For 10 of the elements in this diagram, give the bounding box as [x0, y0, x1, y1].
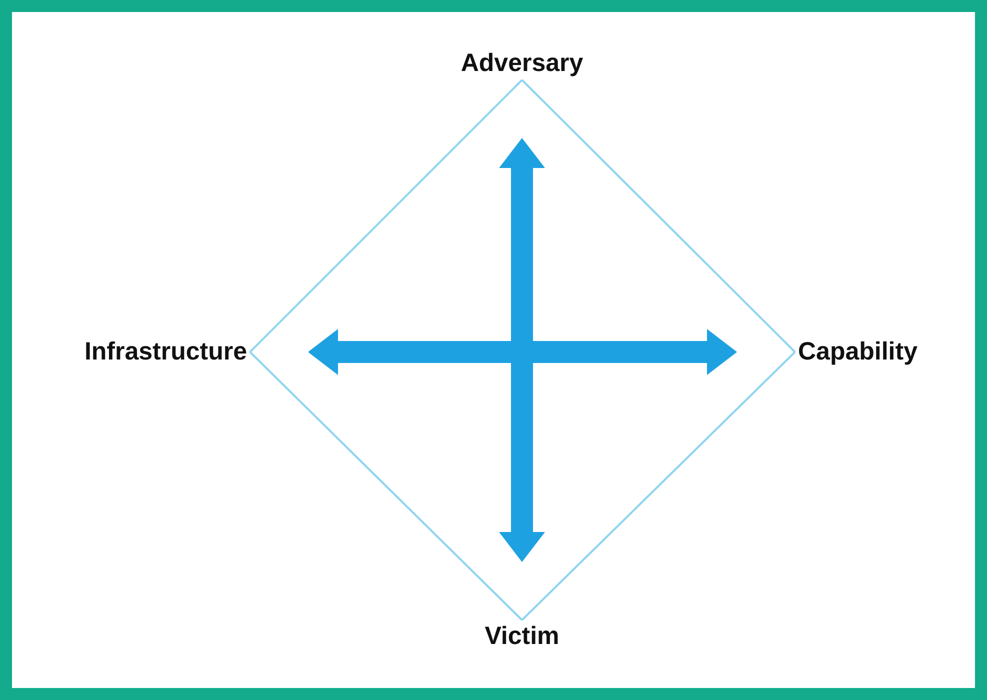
diamond-side-line — [249, 351, 523, 621]
diamond-side-line — [249, 79, 523, 353]
double-arrow — [499, 138, 545, 562]
vertex-label: Victim — [482, 620, 562, 653]
vertex-label: Capability — [795, 336, 920, 368]
double-arrow — [308, 329, 737, 375]
diamond-side-line — [521, 351, 796, 621]
vertex-label: Adversary — [458, 47, 586, 80]
vertex-label: Infrastructure — [81, 336, 250, 368]
diamond-side-line — [521, 79, 796, 353]
